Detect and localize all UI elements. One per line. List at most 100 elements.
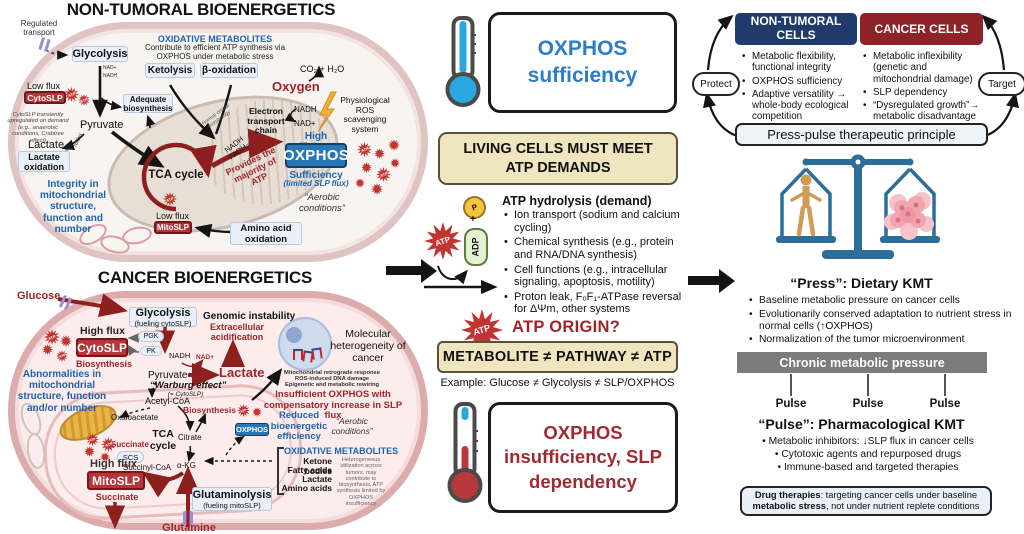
retrograde-note-3: Epigenetic and metabolic rewiring bbox=[284, 382, 380, 388]
cytoslp-box-nt: CytoSLP bbox=[24, 91, 66, 104]
cytoslp-note: CytoSLP transiently upregulated on deman… bbox=[7, 112, 69, 144]
list-item: Evolutionarily conserved adaptation to n… bbox=[748, 309, 1012, 333]
high-flux-mito-label: High flux bbox=[90, 458, 138, 470]
list-item: Adaptive versatility → whole-body ecolog… bbox=[741, 89, 857, 123]
pulse-tick-label: Pulse bbox=[929, 398, 961, 410]
ketolysis-box: Ketolysis bbox=[145, 63, 195, 78]
oxmet-item: Amino acids bbox=[281, 483, 332, 493]
atp-hydrolysis-title: ATP hydrolysis (demand) bbox=[502, 194, 652, 208]
oxidative-metabolites-title-cancer: OXIDATIVE METABOLITES bbox=[284, 446, 399, 456]
nadh-label: NADH bbox=[169, 351, 191, 360]
glutaminolysis-box: Glutaminolysis (fueling mitoSLP) bbox=[192, 487, 272, 511]
oxmet-item: Ketone bodies bbox=[303, 456, 332, 476]
pulse-bullets: Metabolic inhibitors: ↓SLP flux in cance… bbox=[735, 436, 1001, 474]
mitoslp-box-cancer: MitoSLP bbox=[87, 471, 145, 490]
lactate-label-nt: Lactate bbox=[28, 139, 65, 151]
extracellular-acidification-label: Extracellular acidification bbox=[209, 322, 265, 343]
thermometer-red-icon bbox=[447, 402, 483, 510]
protect-pill: Protect bbox=[692, 72, 740, 96]
example-label: Example: Glucose ≠ Glycolysis ≠ SLP/OXPH… bbox=[440, 377, 675, 389]
tumor-mass-icon bbox=[884, 192, 934, 240]
balance-scale-icon bbox=[776, 154, 940, 259]
adp-icon: ADP bbox=[464, 228, 488, 266]
sufficiency-label: Sufficiency bbox=[289, 170, 343, 181]
aerobic-conditions-label-cancer: “Aerobic conditions” bbox=[331, 416, 373, 436]
tca-cycle-label-nt: TCA cycle bbox=[148, 169, 204, 181]
biosynthesis-tca-label: Biosynthesis bbox=[183, 405, 236, 415]
drug-note-bold: metabolic stress bbox=[752, 501, 826, 511]
integrity-label: Integrity in mitochondrial structure, fu… bbox=[39, 179, 107, 235]
low-flux-cyto-label-nt: Low flux bbox=[27, 81, 61, 91]
nad-label: NAD+ bbox=[103, 65, 117, 71]
chronic-pressure-bar: Chronic metabolic pressure bbox=[737, 352, 987, 373]
amino-acid-oxidation-box: Amino acid oxidation bbox=[230, 222, 302, 245]
oxphos-sufficiency-box: OXPHOS sufficiency bbox=[488, 12, 677, 113]
nadh-label: NADH bbox=[294, 105, 317, 114]
list-item: Metabolic inflexibility (genetic and mit… bbox=[862, 51, 986, 85]
list-item: SLP dependency bbox=[862, 87, 986, 99]
akg-label: α-KG bbox=[177, 461, 196, 470]
pyruvate-label-nt: Pyruvate bbox=[80, 119, 124, 131]
glycolysis-box-cancer: Glycolysis (fueling cytoSLP) bbox=[129, 307, 197, 328]
abnormalities-label: Abnormalities in mitochondrial structure… bbox=[17, 369, 107, 414]
atp-hydrolysis-bullets: Ion transport (sodium and calcium cyclin… bbox=[503, 209, 685, 318]
non-tumoral-cells-header: NON-TUMORAL CELLS bbox=[735, 13, 857, 45]
oxidative-metabolites-desc: Contribute to efficient ATP synthesis vi… bbox=[144, 43, 286, 61]
pgk-pill: PGK bbox=[138, 331, 164, 342]
limited-slp-label: (limited SLP flux) bbox=[283, 179, 349, 188]
oxygen-label: Oxygen bbox=[272, 79, 320, 94]
aerobic-conditions-label-nt: “Aerobic conditions” bbox=[299, 192, 345, 214]
high-flux-cyto-label: High flux bbox=[80, 325, 125, 337]
lactate-label-cancer: Lactate bbox=[219, 365, 265, 380]
nad-label: NAD+ bbox=[294, 119, 316, 128]
atp-burst-icon bbox=[355, 178, 365, 188]
succinate-tca-label: Succinate bbox=[111, 440, 149, 449]
succinyl-coa-label: Succinyl-CoA bbox=[123, 463, 172, 472]
living-cells-box: LIVING CELLS MUST MEET ATP DEMANDS bbox=[438, 132, 678, 185]
list-item: Normalization of the tumor microenvironm… bbox=[748, 334, 1012, 346]
list-item: Baseline metabolic pressure on cancer ce… bbox=[748, 295, 1012, 307]
phosphate-icon: P bbox=[463, 196, 486, 219]
non-tumoral-bullets: Metabolic flexibility, functional integr… bbox=[741, 51, 857, 125]
target-pill: Target bbox=[978, 72, 1024, 96]
pk-pill: PK bbox=[140, 346, 162, 356]
list-item: Chemical synthesis (e.g., protein and RN… bbox=[503, 236, 685, 261]
thermometer-blue-icon bbox=[445, 16, 481, 107]
biosynthesis-cyto-label: Biosynthesis bbox=[76, 359, 133, 369]
oxidative-metabolites-title-nt: OXIDATIVE METABOLITES bbox=[157, 34, 273, 44]
plus-sign: + bbox=[470, 214, 476, 225]
list-item: “Dysregulated growth”→ metabolic disadva… bbox=[862, 100, 986, 123]
metabolite-pathway-box: METABOLITE ≠ PATHWAY ≠ ATP bbox=[437, 341, 678, 373]
oxaloacetate-label: Oxaloacetate bbox=[111, 413, 159, 422]
atp-burst-icon bbox=[100, 452, 110, 462]
cancer-cells-header: CANCER CELLS bbox=[860, 13, 983, 45]
list-item: Cytotoxic agents and repurposed drugs bbox=[735, 449, 1001, 461]
citrate-label: Citrate bbox=[178, 433, 202, 442]
glycolysis-box-nt: Glycolysis bbox=[72, 46, 128, 62]
lactate-oxidation-box: Lactate oxidation bbox=[18, 151, 70, 172]
bracket bbox=[277, 447, 284, 495]
cancer-cell-nucleus bbox=[286, 327, 302, 343]
drug-note-text: : targeting cancer cells under baseline bbox=[820, 489, 978, 500]
atp-burst-icon: ATP bbox=[424, 222, 462, 260]
flow-arrow-right bbox=[688, 268, 735, 293]
press-bullets: Baseline metabolic pressure on cancer ce… bbox=[748, 295, 1012, 348]
retrograde-note-2: ROS-induced DNA damage bbox=[294, 376, 370, 382]
pulse-tick-label: Pulse bbox=[852, 398, 884, 410]
atp-burst-icon bbox=[252, 407, 262, 417]
succinate-out-label: Succinate bbox=[95, 492, 139, 502]
list-item: Metabolic inhibitors: ↓SLP flux in cance… bbox=[735, 436, 1001, 448]
cancer-panel-title: CANCER BIOENERGETICS bbox=[97, 268, 313, 287]
beta-oxidation-box: β-oxidation bbox=[200, 63, 258, 78]
mitoslp-box-nt: MitoSLP bbox=[154, 221, 192, 234]
insufficient-oxphos-label: Insufficient OXPHOS with compensatory in… bbox=[263, 389, 403, 422]
etc-label: Electron transport chain bbox=[247, 106, 285, 136]
press-pulse-bar: Press-pulse therapeutic principle bbox=[735, 123, 988, 146]
reduced-efficiency-label: Reduced bioenergetic efficiency bbox=[270, 410, 328, 443]
non-tumoral-panel-title: NON-TUMORAL BIOENERGETICS bbox=[66, 0, 336, 19]
low-flux-mito-label-nt: Low flux bbox=[156, 211, 190, 221]
pulse-title: “Pulse”: Pharmacological KMT bbox=[758, 416, 965, 432]
nadh-label: NADH bbox=[103, 73, 118, 79]
oxmet-item: Lactate bbox=[302, 474, 332, 484]
drug-therapies-note: Drug therapies: targeting cancer cells u… bbox=[740, 486, 992, 516]
